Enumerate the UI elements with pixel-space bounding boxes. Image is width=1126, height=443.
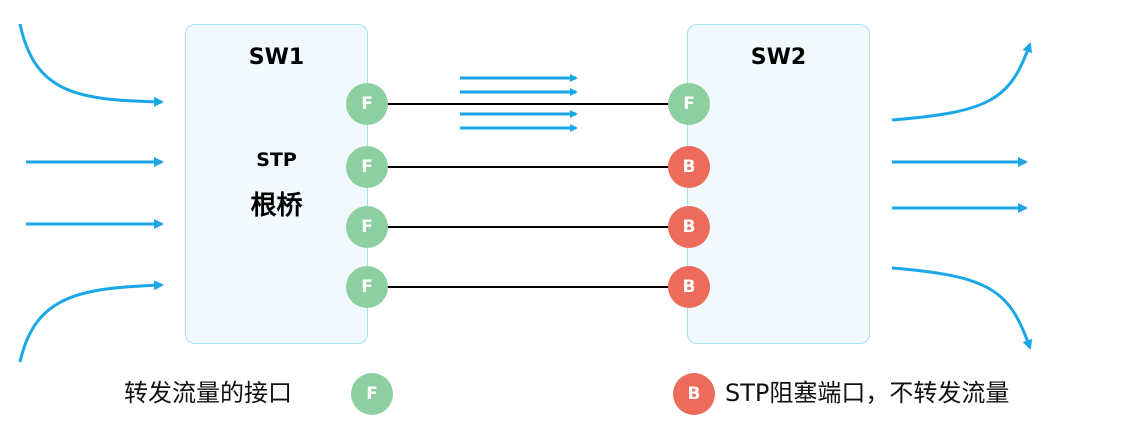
sw1-stp-label: STP — [256, 149, 297, 171]
sw1-port-2: F — [346, 146, 388, 188]
sw1-port-1: F — [346, 83, 388, 125]
switch-sw2: SW2 — [687, 24, 870, 344]
sw2-title: SW2 — [750, 45, 807, 70]
sw2-port-2: B — [668, 146, 710, 188]
sw2-port-1: F — [668, 83, 710, 125]
sw1-root-bridge-label: 根桥 — [250, 191, 303, 221]
outgoing-arrow-4 — [891, 266, 1033, 350]
legend-forward-text: 转发流量的接口 — [124, 379, 292, 407]
incoming-arrow-1 — [18, 23, 164, 107]
link-2 — [367, 166, 689, 168]
link-3 — [367, 226, 689, 228]
legend-blocked-badge: B — [673, 373, 715, 415]
sw2-port-3: B — [668, 206, 710, 248]
legend-forward-badge: F — [351, 373, 393, 415]
switch-sw1: SW1 STP 根桥 — [185, 24, 368, 344]
legend-blocked-text: STP阻塞端口，不转发流量 — [725, 379, 1010, 407]
link-4 — [367, 286, 689, 288]
sw1-port-3: F — [346, 206, 388, 248]
sw1-title: SW1 — [248, 45, 305, 70]
incoming-arrow-4 — [18, 280, 164, 363]
link-1 — [367, 103, 689, 105]
sw2-port-4: B — [668, 266, 710, 308]
sw1-port-4: F — [346, 266, 388, 308]
outgoing-arrow-1 — [891, 42, 1033, 122]
